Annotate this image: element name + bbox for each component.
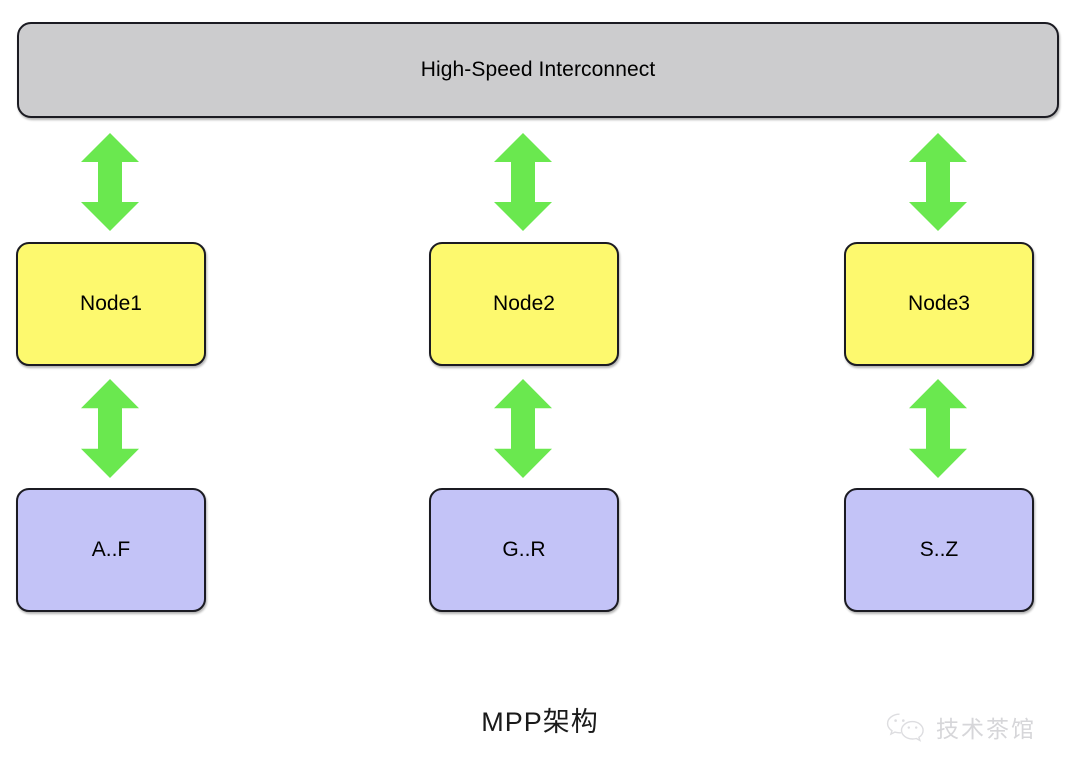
arrow-interconnect-node1	[81, 133, 139, 231]
arrow-interconnect-node2	[494, 133, 552, 231]
shard-label-sz: S..Z	[919, 538, 959, 562]
arrow-node1-shard-af	[81, 379, 139, 478]
arrow-node3-shard-sz	[909, 379, 967, 478]
node-label-node1: Node1	[80, 292, 142, 316]
interconnect-bar: High-Speed Interconnect	[17, 22, 1059, 118]
shard-label-gr: G..R	[502, 538, 546, 562]
interconnect-label: High-Speed Interconnect	[420, 58, 656, 82]
node-box-node2: Node2	[429, 242, 619, 366]
arrow-interconnect-node3	[909, 133, 967, 231]
watermark-text: 技术茶馆	[936, 717, 1036, 743]
shard-box-af: A..F	[16, 488, 206, 612]
shard-box-gr: G..R	[429, 488, 619, 612]
shard-box-sz: S..Z	[844, 488, 1034, 612]
wechat-icon	[884, 711, 928, 743]
node-box-node3: Node3	[844, 242, 1034, 366]
diagram-caption: MPP架构	[481, 707, 599, 737]
shard-label-af: A..F	[91, 538, 131, 562]
watermark: 技术茶馆	[884, 710, 1036, 744]
arrow-node2-shard-gr	[494, 379, 552, 478]
node-box-node1: Node1	[16, 242, 206, 366]
node-label-node2: Node2	[493, 292, 555, 316]
node-label-node3: Node3	[908, 292, 970, 316]
